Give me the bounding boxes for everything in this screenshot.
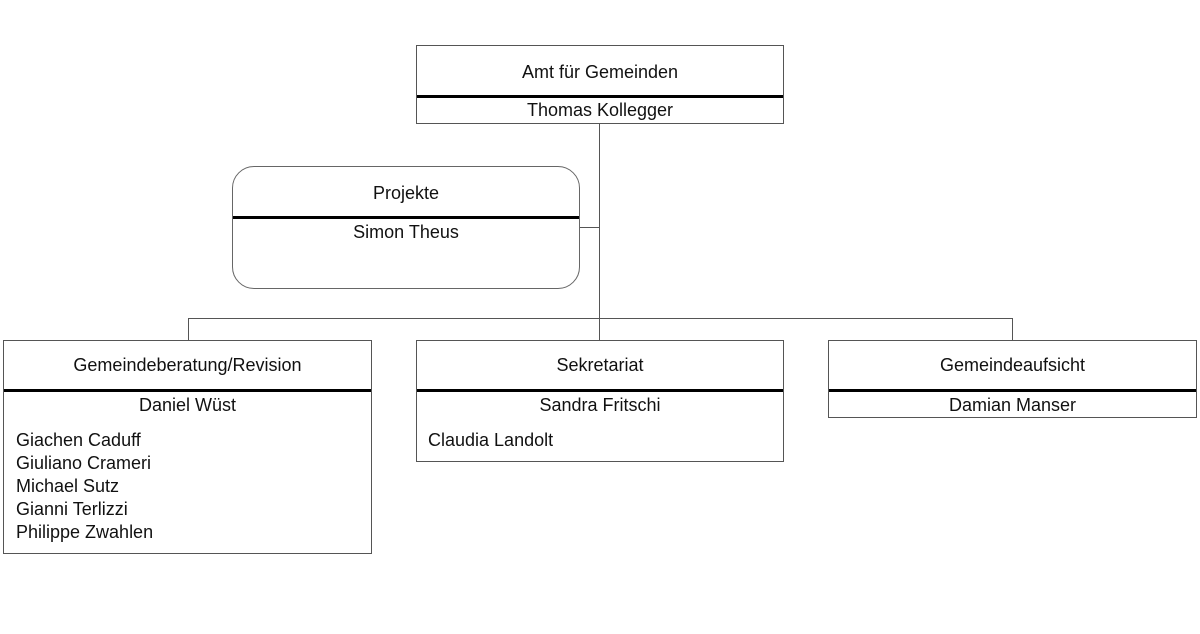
org-box-projekte: Projekte Simon Theus [232, 166, 580, 289]
unit-head: Daniel Wüst [138, 395, 237, 415]
connector-horizontal [188, 318, 1013, 319]
unit-head: Damian Manser [948, 395, 1077, 415]
unit-head: Thomas Kollegger [526, 100, 674, 120]
org-box-top: Amt für Gemeinden Thomas Kollegger [416, 45, 784, 124]
connector-staff [578, 227, 600, 228]
org-box-sekretariat: Sekretariat Sandra Fritschi Claudia Land… [416, 340, 784, 462]
separator [417, 389, 783, 392]
member-list: Giachen Caduff Giuliano Crameri Michael … [16, 429, 153, 544]
unit-title: Gemeindeberatung/Revision [73, 355, 302, 375]
separator [417, 95, 783, 98]
member: Claudia Landolt [428, 430, 554, 450]
unit-head: Simon Theus [353, 222, 459, 242]
connector-trunk [599, 123, 600, 341]
unit-title: Projekte [372, 183, 440, 203]
connector-right [1012, 318, 1013, 341]
unit-head: Sandra Fritschi [539, 395, 661, 415]
unit-title: Gemeindeaufsicht [939, 355, 1086, 375]
org-box-gemeindeaufsicht: Gemeindeaufsicht Damian Manser [828, 340, 1197, 418]
org-box-gemeindeberatung: Gemeindeberatung/Revision Daniel Wüst Gi… [3, 340, 372, 554]
connector-left [188, 318, 189, 341]
member: Michael Sutz [16, 476, 120, 496]
member: Philippe Zwahlen [16, 522, 154, 542]
unit-title: Sekretariat [556, 355, 644, 375]
member: Giuliano Crameri [16, 453, 152, 473]
member-list: Claudia Landolt [428, 429, 553, 452]
separator [4, 389, 371, 392]
separator [829, 389, 1196, 392]
separator [233, 216, 579, 219]
unit-title: Amt für Gemeinden [521, 62, 679, 82]
member: Giachen Caduff [16, 430, 141, 450]
member: Gianni Terlizzi [16, 499, 128, 519]
